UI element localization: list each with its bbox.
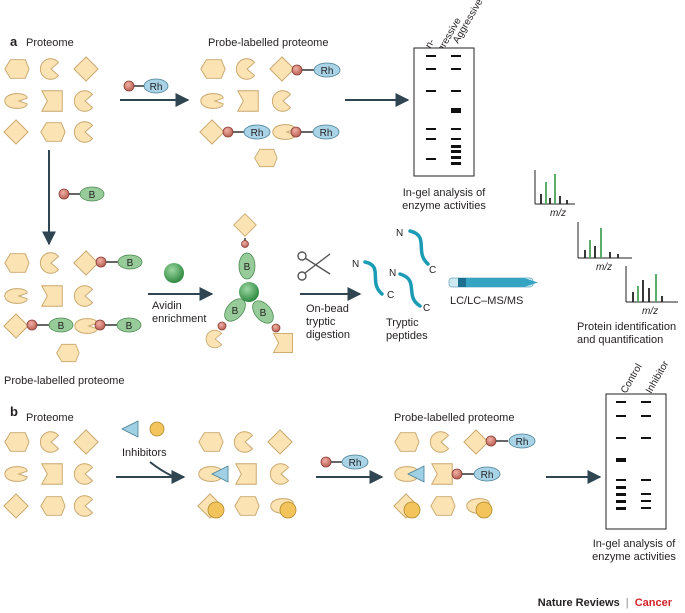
gel-caption-b-2: enzyme activities bbox=[592, 551, 676, 563]
proteome-label-a: Proteome bbox=[26, 37, 74, 49]
credit-separator: | bbox=[626, 597, 629, 609]
svg-text:Nature Reviews | C: Nature Reviews | Cancer bbox=[538, 597, 673, 609]
digestion-label-3: digestion bbox=[306, 329, 350, 341]
protein-id-label-1: Protein identification bbox=[577, 321, 676, 333]
labelled-proteome-b bbox=[393, 429, 493, 519]
proteome-grid-b bbox=[3, 429, 99, 519]
c-terminus-3: C bbox=[423, 303, 430, 314]
gel-caption-a-2: enzyme activities bbox=[402, 200, 486, 212]
n-terminus-2: N bbox=[352, 259, 359, 270]
svg-text:B: B bbox=[58, 321, 65, 332]
lc-column-icon bbox=[448, 277, 538, 288]
svg-text:Rh: Rh bbox=[320, 128, 333, 139]
b-probe-bound-3: B bbox=[94, 317, 142, 333]
svg-text:Rh: Rh bbox=[251, 128, 264, 139]
c-terminus-1: C bbox=[429, 265, 436, 276]
labelled-proteome-top bbox=[199, 56, 296, 168]
mz-label-2: m/z bbox=[596, 262, 612, 273]
n-terminus-3: N bbox=[389, 268, 396, 279]
journal-credit: Nature Reviews | Cancer bbox=[538, 597, 673, 609]
n-terminus-1: N bbox=[396, 228, 403, 239]
journal-name: Nature Reviews bbox=[538, 597, 620, 609]
gel-lane-inhibitor: Inhibitor bbox=[644, 359, 672, 396]
digestion-label-2: tryptic bbox=[306, 316, 336, 328]
gel-b bbox=[605, 393, 667, 530]
rh-probe-bound-2: Rh bbox=[222, 124, 271, 140]
c-terminus-2: C bbox=[387, 290, 394, 301]
gel-a bbox=[413, 47, 475, 177]
svg-text:B: B bbox=[126, 321, 133, 332]
svg-text:Rh: Rh bbox=[516, 437, 529, 448]
inhibitors-label: Inhibitors bbox=[122, 447, 167, 459]
journal-section: Cancer bbox=[635, 597, 673, 609]
avidin-bead-complex: B B B bbox=[205, 213, 293, 353]
proteome-grid-a bbox=[3, 56, 99, 145]
svg-text:Rh: Rh bbox=[481, 470, 494, 481]
rh-probe-bound-b2: Rh bbox=[451, 466, 501, 482]
svg-text:B: B bbox=[127, 258, 134, 269]
inhibitor-feed-curve bbox=[149, 461, 173, 477]
b-probe-bound-2: B bbox=[26, 317, 74, 333]
panel-b: b Proteome Inhibitors bbox=[3, 359, 676, 563]
gel-caption-a-1: In-gel analysis of bbox=[403, 187, 486, 199]
scissors-icon bbox=[297, 251, 331, 281]
gel-caption-b-1: In-gel analysis of bbox=[593, 538, 676, 550]
rh-probe-a1: Rh bbox=[123, 78, 169, 94]
proteome-label-b: Proteome bbox=[26, 412, 74, 424]
avidin-bead-icon bbox=[164, 263, 184, 283]
peptides-label-2: peptides bbox=[386, 330, 428, 342]
svg-text:Rh: Rh bbox=[321, 66, 334, 77]
rh-probe-bound-1: Rh bbox=[291, 62, 341, 78]
lcms-label: LC/LC–MS/MS bbox=[450, 295, 523, 307]
rh-tag: Rh bbox=[150, 82, 163, 93]
svg-text:Rh: Rh bbox=[349, 458, 362, 469]
panel-letter-a: a bbox=[10, 34, 18, 49]
panel-letter-b: b bbox=[10, 404, 18, 419]
digestion-label-1: On-bead bbox=[306, 303, 349, 315]
probe-labelled-label-b: Probe-labelled proteome bbox=[394, 412, 514, 424]
mz-label-1: m/z bbox=[550, 208, 566, 219]
avidin-label-1: Avidin bbox=[152, 300, 182, 312]
peptides-label-1: Tryptic bbox=[386, 317, 419, 329]
avidin-label-2: enrichment bbox=[152, 313, 206, 325]
protein-id-label-2: and quantification bbox=[577, 334, 663, 346]
tryptic-peptides bbox=[363, 229, 430, 308]
mass-spectrum-3: m/z bbox=[625, 266, 678, 317]
rh-probe-bound-3: Rh bbox=[290, 124, 340, 140]
mass-spectrum-2: m/z bbox=[577, 222, 632, 273]
b-tag: B bbox=[89, 190, 96, 201]
svg-text:B: B bbox=[244, 262, 251, 273]
inhibited-proteome bbox=[197, 429, 297, 519]
gel-lane-control: Control bbox=[619, 362, 645, 395]
rh-probe-b: Rh bbox=[320, 454, 369, 470]
svg-text:B: B bbox=[260, 308, 267, 319]
rh-probe-bound-b1: Rh bbox=[485, 433, 536, 449]
probe-labelled-top-label: Probe-labelled proteome bbox=[208, 37, 328, 49]
inhibitors-icon bbox=[121, 420, 165, 438]
mz-label-3: m/z bbox=[642, 306, 658, 317]
panel-a: a Proteome Rh Probe-labelled proteome bbox=[3, 0, 678, 387]
mass-spectrum-1: m/z bbox=[534, 170, 575, 219]
b-probe-bound-1: B bbox=[95, 254, 143, 270]
labelled-proteome-bottom bbox=[3, 250, 99, 363]
b-probe-a: B bbox=[58, 186, 105, 202]
probe-labelled-bottom-label: Probe-labelled proteome bbox=[4, 375, 124, 387]
svg-text:B: B bbox=[232, 306, 239, 317]
